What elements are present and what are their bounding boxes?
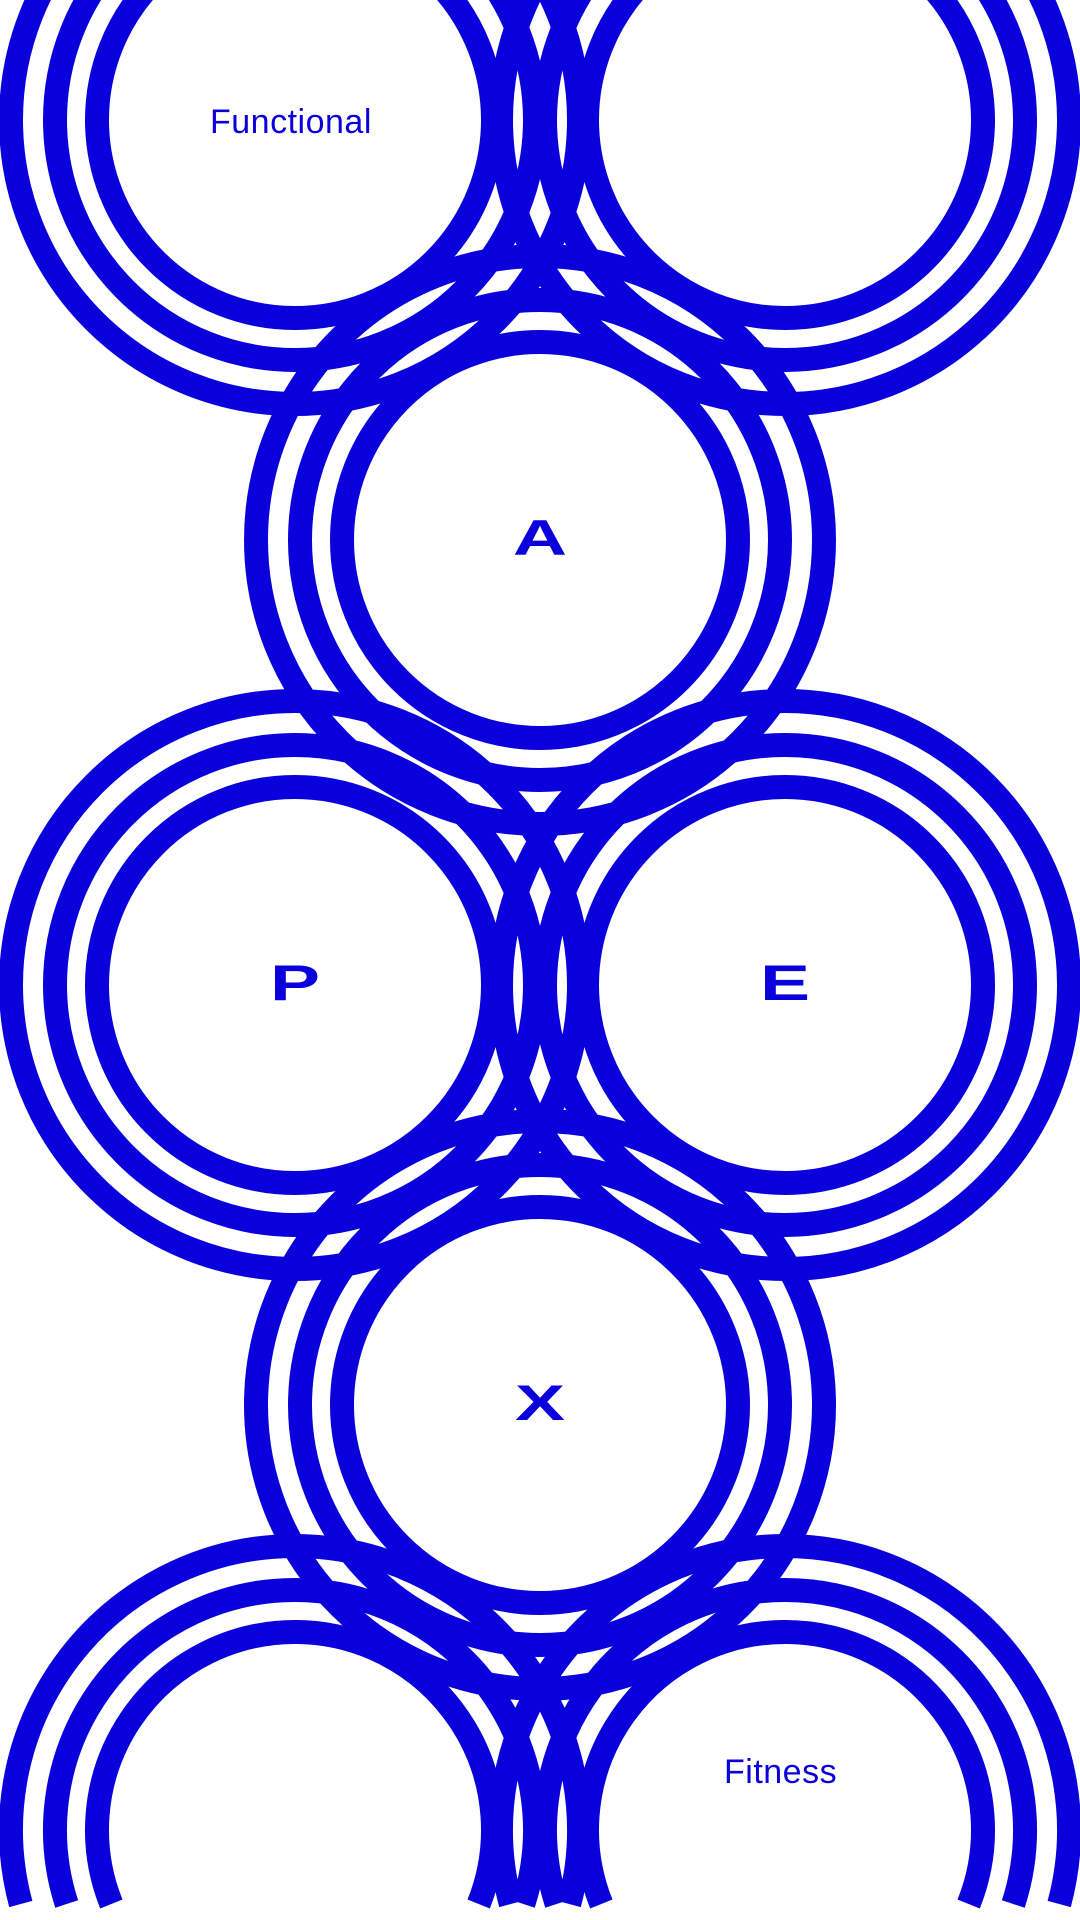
ring-7-2 — [489, 1534, 1080, 1908]
letter-x: X — [514, 1375, 566, 1431]
ring-7-0 — [575, 1620, 995, 1909]
letter-e: E — [759, 955, 811, 1011]
letter-p: P — [269, 955, 321, 1011]
ring-5-0 — [330, 1195, 750, 1615]
ring-6-1 — [43, 1578, 547, 1908]
letter-a: A — [512, 510, 568, 566]
ring-1-1 — [533, 0, 1037, 372]
ring-5-1 — [288, 1153, 792, 1657]
ring-1-0 — [575, 0, 995, 330]
ring-4-1 — [533, 733, 1037, 1237]
ring-6-0 — [85, 1620, 505, 1909]
top-text: Functional — [210, 103, 372, 141]
ring-2-1 — [288, 288, 792, 792]
bottom-text: Fitness — [724, 1753, 838, 1791]
ring-2-0 — [330, 330, 750, 750]
ring-7-1 — [533, 1578, 1037, 1908]
ring-4-0 — [575, 775, 995, 1195]
